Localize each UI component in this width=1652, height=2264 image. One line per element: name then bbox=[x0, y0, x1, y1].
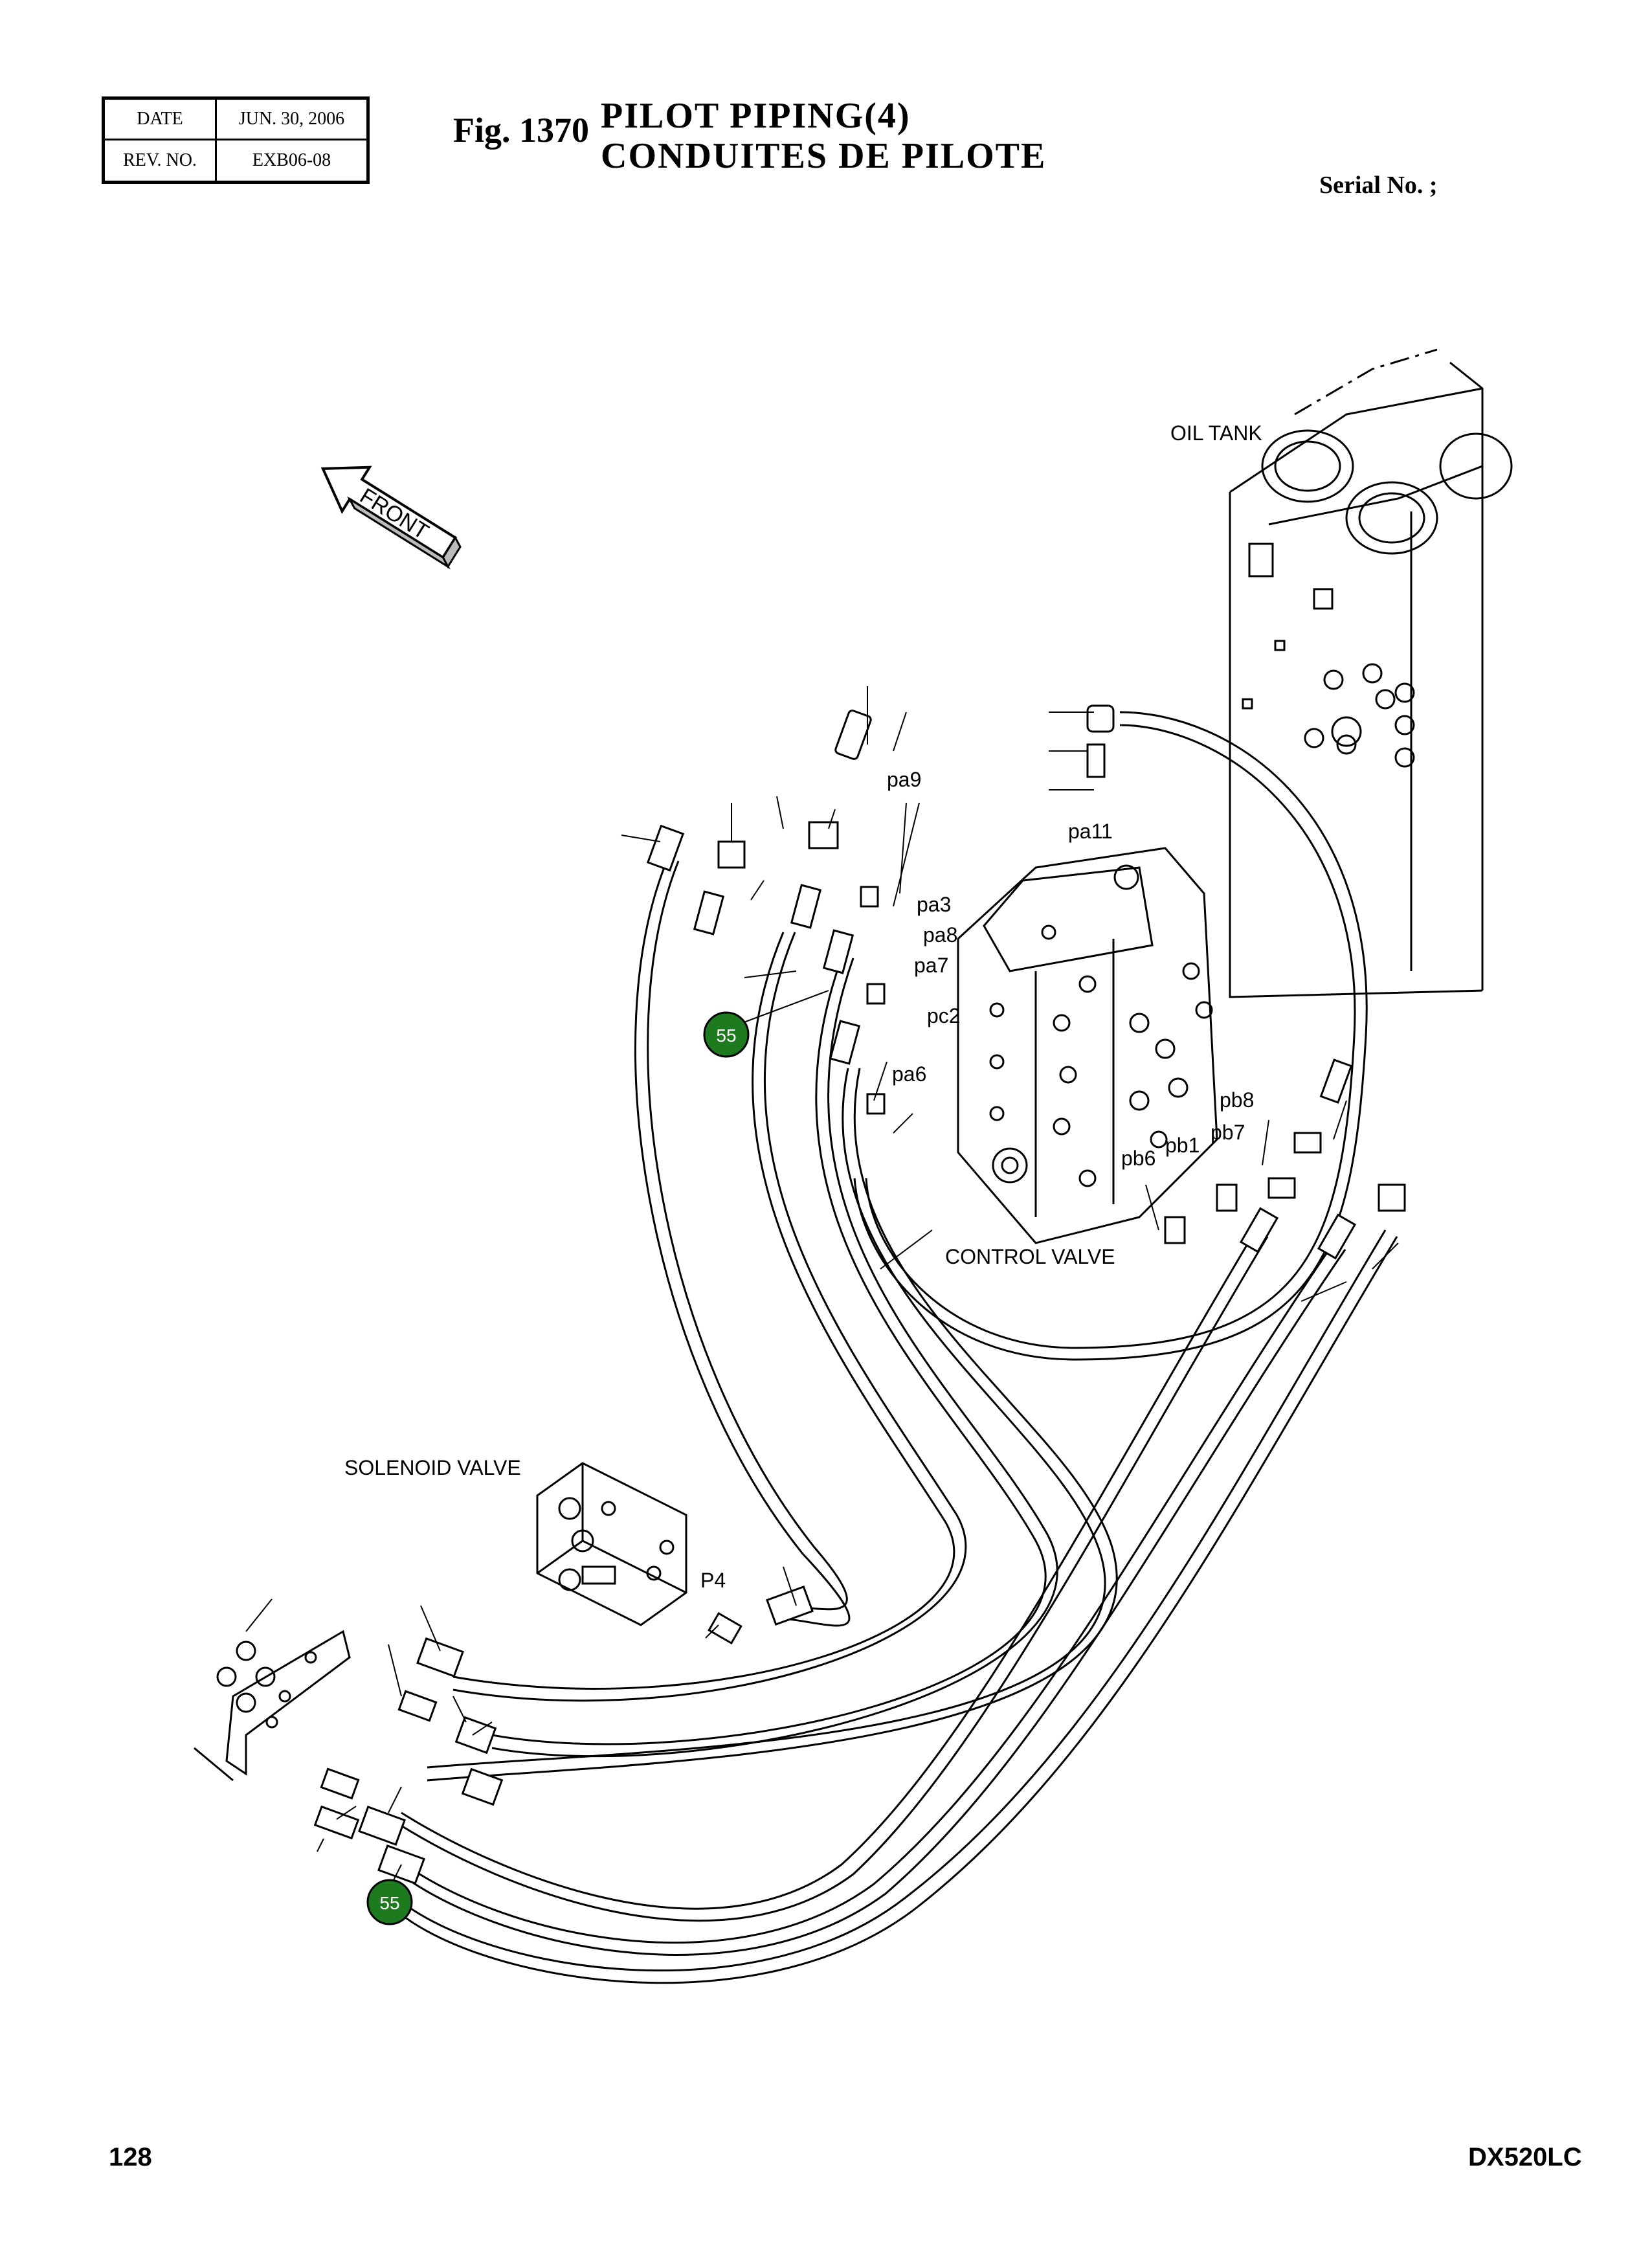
title-line-1: PILOT PIPING(4) bbox=[601, 96, 911, 136]
mounting-bracket bbox=[194, 1630, 351, 1782]
rev-value: EXB06-08 bbox=[252, 150, 331, 170]
serial-number: Serial No. ; bbox=[1319, 172, 1438, 199]
control-valve-label: CONTROL VALVE bbox=[945, 1245, 1115, 1268]
callout-lower-number: 55 bbox=[379, 1893, 399, 1913]
port-pa7-label: pa7 bbox=[914, 954, 948, 977]
solenoid-valve bbox=[536, 1462, 687, 1626]
callout-balloon-upper: 55 bbox=[703, 1011, 750, 1058]
oil-tank-label: OIL TANK bbox=[1170, 421, 1262, 445]
figure-number: Fig. 1370 bbox=[453, 111, 589, 150]
oil-tank bbox=[1229, 348, 1513, 998]
port-pa3-label: pa3 bbox=[917, 893, 951, 916]
solenoid-valve-label: SOLENOID VALVE bbox=[344, 1456, 521, 1479]
port-pa8-label: pa8 bbox=[923, 923, 957, 947]
page-number: 128 bbox=[109, 2143, 152, 2171]
title-line-2: CONDUITES DE PILOTE bbox=[601, 136, 1047, 176]
control-valve bbox=[957, 847, 1218, 1244]
fittings bbox=[313, 704, 1406, 1885]
leader-lines bbox=[245, 686, 1399, 1891]
pilot-hoses bbox=[387, 711, 1398, 1984]
port-pa9-label: pa9 bbox=[887, 768, 921, 791]
callout-balloon-lower: 55 bbox=[366, 1879, 413, 1925]
port-pa11-label: pa11 bbox=[1068, 820, 1113, 843]
date-label: DATE bbox=[105, 100, 217, 140]
port-pc2-label: pc2 bbox=[927, 1004, 961, 1027]
front-arrow-icon: FRONT bbox=[320, 465, 462, 570]
port-pb7-label: pb7 bbox=[1211, 1121, 1245, 1144]
port-p4-label: P4 bbox=[700, 1569, 726, 1592]
callout-upper-number: 55 bbox=[716, 1026, 736, 1046]
port-pb6-label: pb6 bbox=[1121, 1147, 1155, 1170]
revision-table: DATE JUN. 30, 2006 REV. NO. EXB06-08 bbox=[102, 96, 370, 184]
port-pb8-label: pb8 bbox=[1220, 1088, 1254, 1112]
port-pb1-label: pb1 bbox=[1165, 1134, 1200, 1157]
figure-title: PILOT PIPING(4) CONDUITES DE PILOTE bbox=[601, 96, 1046, 176]
model-name: DX520LC bbox=[1468, 2143, 1582, 2171]
rev-label: REV. NO. bbox=[105, 140, 217, 181]
date-value: JUN. 30, 2006 bbox=[217, 100, 366, 140]
port-pa6-label: pa6 bbox=[892, 1062, 926, 1086]
